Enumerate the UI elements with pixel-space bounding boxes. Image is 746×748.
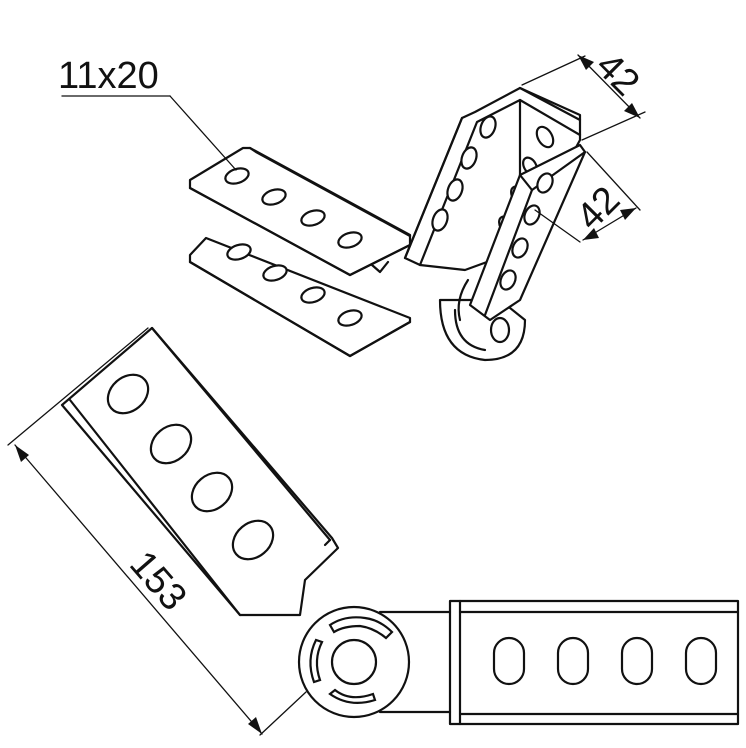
- width-top-label: 42: [588, 45, 648, 105]
- top-hinge-knuckle: [370, 260, 527, 362]
- lower-flat-plate: [188, 236, 412, 358]
- horizontal-arm: [378, 599, 740, 726]
- length-label: 153: [121, 543, 194, 618]
- upright-channel-left: [403, 86, 582, 272]
- upper-flat-plate: [188, 146, 412, 277]
- upright-channel-right: [468, 143, 587, 322]
- isometric-bracket-view: 11x20 42 42: [58, 45, 648, 362]
- slot-size-callout: 11x20: [58, 55, 237, 171]
- side-view-bracket: 153: [7, 326, 740, 736]
- side-hinge-disc: [297, 605, 411, 719]
- slot-size-label: 11x20: [58, 55, 159, 97]
- diagonal-arm: [60, 326, 340, 617]
